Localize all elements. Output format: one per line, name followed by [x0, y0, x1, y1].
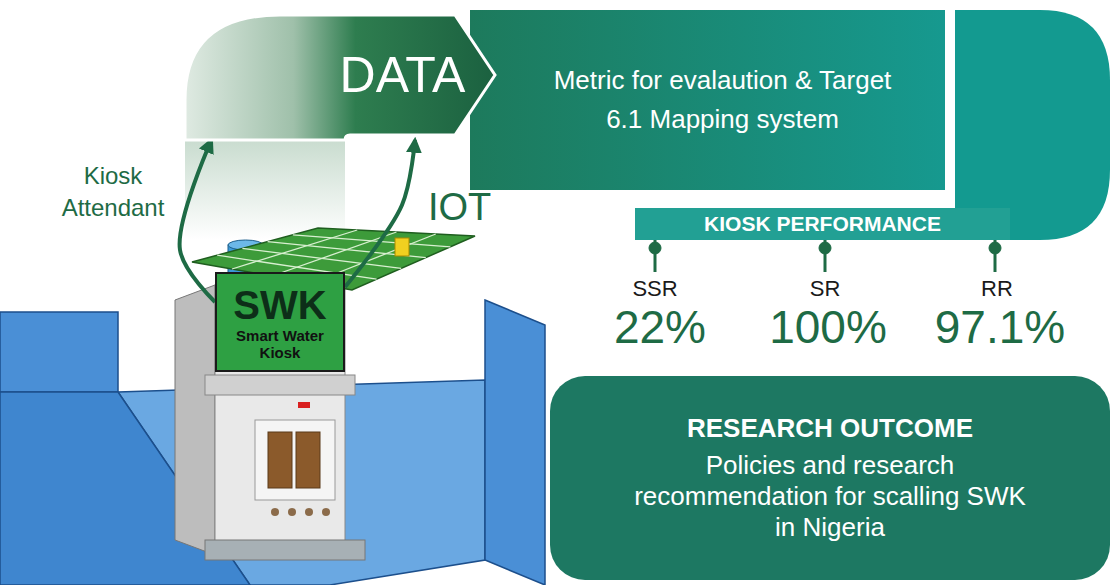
door-frame	[255, 420, 335, 500]
arrow-label: Kiosk Attendant	[48, 160, 178, 225]
performance-bar: KIOSK PERFORMANCE	[635, 208, 1010, 240]
data-arrow-tail	[185, 140, 345, 240]
panel-cell-line	[242, 248, 401, 268]
kiosk-side	[175, 285, 215, 555]
data-arrow-outline	[185, 15, 495, 140]
kiosk-sign: SWKSmart Water Kiosk	[215, 272, 345, 372]
metric-name: SSR	[632, 276, 677, 302]
tap	[305, 508, 313, 516]
node-title: KIOSK PERFORMANCE	[704, 212, 941, 236]
band-curve	[955, 10, 1110, 240]
tap	[322, 508, 330, 516]
enclosure-wall	[485, 300, 545, 585]
taps	[271, 508, 330, 516]
node-body: Smart Water Kiosk	[221, 327, 339, 362]
data-arrow: DATA	[180, 10, 495, 140]
flow-arrow	[180, 140, 215, 302]
arrow-label: IOT	[428, 182, 508, 233]
node-title: SWK	[233, 283, 326, 327]
performance-pins	[649, 240, 1001, 272]
metric-value: 97.1%	[935, 300, 1065, 354]
pin-dot	[649, 242, 661, 254]
node-title: DATA	[340, 46, 466, 104]
panel-cell-line	[293, 235, 451, 247]
tap	[288, 508, 296, 516]
flow-arrow	[345, 140, 415, 287]
kiosk-ledge	[205, 375, 355, 395]
kiosk-base	[205, 540, 365, 560]
tap	[271, 508, 279, 516]
indicator-light	[298, 402, 310, 408]
node-title: Metric for evalaution & Target 6.1 Mappi…	[553, 61, 893, 139]
node-title: RESEARCH OUTCOME	[687, 413, 973, 444]
metric-value: 100%	[769, 300, 887, 354]
door	[268, 432, 292, 488]
metric-name: RR	[981, 276, 1013, 302]
pin-dot	[989, 242, 1001, 254]
pin-dot	[819, 242, 831, 254]
node-body: Policies and research recommendation for…	[630, 450, 1030, 544]
metric-name: SR	[810, 276, 841, 302]
metric-value: 22%	[614, 300, 706, 354]
outcome-box: RESEARCH OUTCOME Policies and research re…	[550, 376, 1110, 580]
iot-device	[395, 238, 409, 256]
enclosure-wall	[0, 312, 118, 392]
metric-band: Metric for evalaution & Target 6.1 Mappi…	[470, 10, 945, 190]
door	[296, 432, 320, 488]
